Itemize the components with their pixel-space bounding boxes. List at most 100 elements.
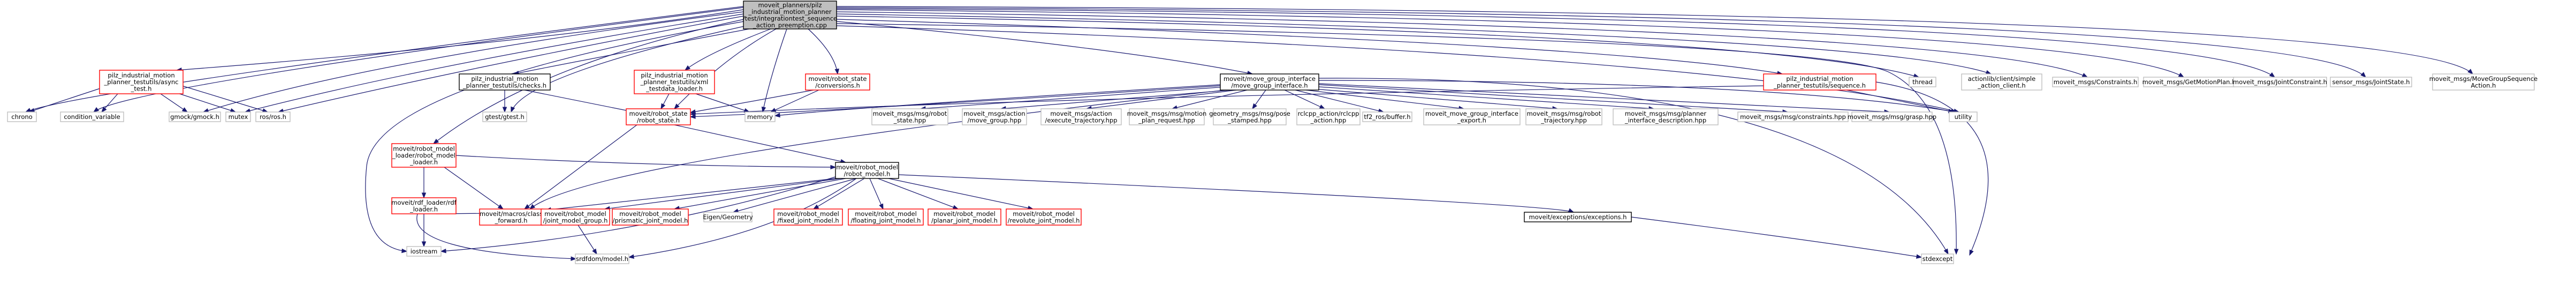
node-label-line: _state.hpp [893,116,926,124]
node-box [1909,77,1936,87]
node-box [848,208,924,226]
node-box [743,1,837,29]
node-box [169,111,221,122]
node-posestamped: geometry_msgs/msg/pose_stamped.hpp [1209,108,1290,125]
node-label-line: moveit_msgs/Constraints.h [2054,78,2138,86]
node-robottraj: moveit_msgs/msg/robot_trajectory.hpp [1525,108,1602,125]
node-label-line: _action_client.h [1977,81,2025,89]
node-condvar: condition_variable [60,111,124,122]
node-jointstate: sensor_msgs/JointState.h [2330,77,2412,87]
node-prismatic[interactable]: moveit/robot_model/prismatic_joint_model… [612,208,689,226]
node-box [482,111,527,122]
node-label-line: rclcpp_action/rclcpp [1298,110,1359,117]
node-box [1040,108,1122,125]
node-floating[interactable]: moveit/robot_model/floating_joint_model.… [848,208,924,226]
node-rdfloader[interactable]: moveit/rdf_loader/rdf_loader.h [391,197,457,214]
node-conversions[interactable]: moveit/robot_state/conversions.h [805,73,870,91]
node-label-line: Action.h [2471,81,2496,89]
node-box [1423,108,1521,125]
node-mgiexport: moveit_move_group_interface_export.h [1423,108,1521,125]
edge-mgi-to-memory [774,84,1221,118]
node-box [871,108,948,125]
edge-root-to-robotstate [674,28,777,109]
node-classfwd[interactable]: moveit/macros/class_forward.h [479,208,543,226]
edge-root-to-constraints_h [836,11,2088,78]
node-gtest: gtest/gtest.h [482,111,527,122]
node-label-line: /fixed_joint_model.h [777,217,839,224]
edge-rdfloader-to-iostream [421,214,427,248]
node-label-line: moveit/robot_model [1013,210,1075,218]
edge-root-to-condvar [93,7,744,113]
node-mutex: mutex [225,111,251,122]
edge-root-to-jointconstraint [836,8,2276,78]
node-exceptions[interactable]: moveit/exceptions/exceptions.h [1524,212,1632,222]
node-label-line: _forward.h [495,217,528,224]
edge-root-to-xmlloader [684,28,771,71]
node-box [1524,212,1632,222]
node-checks[interactable]: pilz_industrial_motion_planner_testutils… [459,73,551,91]
node-box [391,197,457,214]
edge-root-to-gtest [511,25,747,113]
node-planar[interactable]: moveit/robot_model/planar_joint_model.h [928,208,1001,226]
node-revolute[interactable]: moveit/robot_model/revolute_joint_model.… [1006,208,1082,226]
node-box [1737,111,1849,122]
node-memory: memory [744,111,776,122]
node-label-line: moveit_planners/pilz [758,1,822,9]
nodes: moveit_planners/pilz_industrial_motion_p… [7,1,2537,264]
node-label-line: moveit_move_group_interface [1425,110,1518,117]
node-srdfmodel: srdfdom/model.h [575,253,629,264]
node-label-line: moveit_msgs/GetMotionPlan.h [2142,78,2236,86]
node-box [1525,108,1602,125]
node-label-line: pilz_industrial_motion [641,72,708,79]
edges [25,6,2473,261]
node-robotmodel[interactable]: moveit/robot_model/robot_model.h [835,162,899,179]
node-box [406,246,442,257]
node-robotstate[interactable]: moveit/robot_state/robot_state.h [626,108,691,125]
node-box [835,162,899,179]
node-label-line: _loader/robot_model [392,152,455,159]
node-jmg[interactable]: moveit/robot_model/joint_model_group.h [541,208,610,226]
node-label-line: pilz_industrial_motion [471,75,538,83]
node-box [1763,73,1876,91]
node-sequence[interactable]: pilz_industrial_motion_planner_testutils… [1763,73,1876,91]
node-label-line: Eigen/Geometry [703,213,753,221]
node-label-line: stdexcept [1922,255,1953,263]
edge-robotmodel-to-fixed [812,178,865,210]
node-box [1129,108,1205,125]
node-box [1613,108,1719,125]
node-label-line: _planner_testutils/checks.h [462,81,546,89]
node-fixed[interactable]: moveit/robot_model/fixed_joint_model.h [773,208,843,226]
edge-robotmodel-to-classfwd [545,178,837,212]
node-label-line: sensor_msgs/JointState.h [2332,78,2410,86]
node-mgi[interactable]: moveit/move_group_interface/move_group_i… [1220,73,1319,91]
node-label-line: moveit/robot_state [809,75,867,83]
node-label-line: gmock/gmock.h [170,113,219,121]
node-xmlloader[interactable]: pilz_industrial_motion_planner_testutils… [634,70,715,94]
edge-rmloader-to-robotmodel [455,155,837,170]
node-root[interactable]: moveit_planners/pilz_industrial_motion_p… [743,1,837,29]
node-label-line: moveit_msgs/JointConstraint.h [2233,78,2327,86]
node-box [703,212,753,222]
node-label-line: /planar_joint_model.h [931,217,998,224]
node-label-line: /revolute_joint_model.h [1008,217,1080,224]
node-box [928,208,1001,226]
node-label-line: /floating_joint_model.h [851,217,921,224]
node-label-line: thread [1912,78,1933,86]
node-movegroupaction: moveit_msgs/action/move_group.hpp [962,108,1027,125]
edge-checks-to-robotstate [524,89,638,114]
node-rmloader[interactable]: moveit/robot_model_loader/robot_model_lo… [391,143,457,168]
node-box [1006,208,1082,226]
node-box [1949,111,1978,122]
node-label-line: ros/ros.h [260,113,286,121]
node-box [1296,108,1361,125]
node-label-line: pilz_industrial_motion [108,72,174,79]
node-box [2052,77,2139,87]
node-asynctest[interactable]: pilz_industrial_motion_planner_testutils… [99,70,184,94]
edge-root-to-mutex [244,13,744,113]
node-label-line: /test/integrationtest_sequence [743,14,837,22]
node-box [1220,73,1319,91]
node-box [479,208,543,226]
node-box [1921,253,1954,264]
